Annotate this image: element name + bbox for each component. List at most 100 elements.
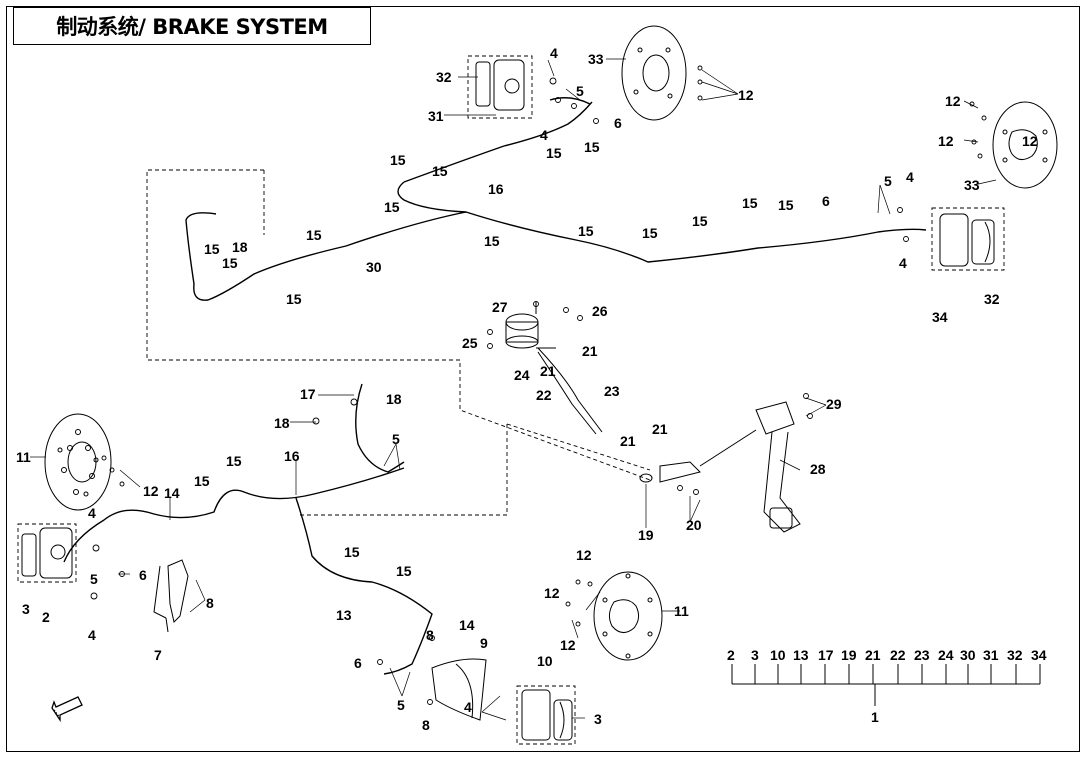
part-label-20: 20 bbox=[686, 517, 702, 533]
part-label-13-group: 13 bbox=[793, 647, 809, 663]
part-label-15-q: 15 bbox=[194, 473, 210, 489]
part-label-5-fl: 5 bbox=[90, 571, 98, 587]
part-label-15-n: 15 bbox=[742, 195, 758, 211]
part-label-4-top: 4 bbox=[550, 45, 558, 61]
part-label-23: 23 bbox=[604, 383, 620, 399]
caliper-bracket-7 bbox=[153, 559, 189, 633]
caliper-rear-right bbox=[521, 689, 573, 741]
part-label-34-group: 34 bbox=[1031, 647, 1047, 663]
part-label-15-f: 15 bbox=[306, 227, 322, 243]
page-title: 制动系统/ BRAKE SYSTEM bbox=[56, 15, 328, 39]
part-label-12-fl: 12 bbox=[143, 483, 159, 499]
part-label-11-rr: 11 bbox=[674, 603, 689, 619]
part-label-24-group: 24 bbox=[938, 647, 954, 663]
part-label-30-group: 30 bbox=[960, 647, 976, 663]
part-label-12-rr: 12 bbox=[576, 547, 592, 563]
guard-9 bbox=[431, 658, 487, 721]
drawing-frame bbox=[6, 6, 1080, 752]
part-label-4-fl: 4 bbox=[88, 505, 96, 521]
part-label-1: 1 bbox=[871, 709, 879, 725]
part-label-6-rr: 6 bbox=[354, 655, 362, 671]
part-label-18-top: 18 bbox=[232, 239, 248, 255]
caliper-right bbox=[939, 213, 995, 267]
assembly-bracket bbox=[731, 664, 1041, 706]
brake-disc-right bbox=[992, 101, 1058, 189]
part-label-12-right3: 12 bbox=[1022, 133, 1038, 149]
part-label-31-group: 31 bbox=[983, 647, 999, 663]
part-label-4-mid: 4 bbox=[540, 127, 548, 143]
part-label-11-fl: 11 bbox=[16, 449, 31, 465]
part-label-14-rr: 14 bbox=[459, 617, 475, 633]
part-label-6-right: 6 bbox=[822, 193, 830, 209]
part-label-17: 17 bbox=[300, 386, 316, 402]
part-label-15-k: 15 bbox=[578, 223, 594, 239]
brake-disc-top bbox=[621, 25, 687, 121]
part-label-7: 7 bbox=[154, 647, 162, 663]
part-labels: 1 2 2 3 3 3 4 4 4 4 4 4 4 5 5 5 5 5 6 6 … bbox=[16, 45, 1047, 733]
caliper-front-left bbox=[21, 527, 73, 579]
part-label-8-fl: 8 bbox=[206, 595, 214, 611]
part-label-6-fl: 6 bbox=[139, 567, 147, 583]
part-label-15-a: 15 bbox=[390, 152, 406, 168]
part-label-2: 2 bbox=[42, 609, 50, 625]
part-label-33-right: 33 bbox=[964, 177, 980, 193]
dashed-frames bbox=[17, 55, 1005, 745]
part-label-3: 3 bbox=[22, 601, 30, 617]
part-label-4-right2: 4 bbox=[899, 255, 907, 271]
part-label-25: 25 bbox=[462, 335, 478, 351]
part-label-15-l: 15 bbox=[642, 225, 658, 241]
part-label-12-right2: 12 bbox=[938, 133, 954, 149]
part-label-12-rr3: 12 bbox=[560, 637, 576, 653]
part-label-24: 24 bbox=[514, 367, 530, 383]
caliper-top bbox=[475, 59, 525, 111]
brake-pedal bbox=[639, 401, 801, 533]
part-label-19: 19 bbox=[638, 527, 654, 543]
part-label-16-mid: 16 bbox=[284, 448, 300, 464]
brake-disc-rear-right bbox=[593, 571, 663, 661]
part-label-21-c: 21 bbox=[652, 421, 668, 437]
bolts bbox=[90, 65, 987, 705]
part-label-17-group: 17 bbox=[818, 647, 834, 663]
part-label-18-mid: 18 bbox=[386, 391, 402, 407]
part-label-12-top: 12 bbox=[738, 87, 754, 103]
part-label-15-p: 15 bbox=[226, 453, 242, 469]
part-label-3-group: 3 bbox=[751, 647, 759, 663]
title-box: 制动系统/ BRAKE SYSTEM bbox=[13, 7, 371, 45]
part-label-6-top: 6 bbox=[614, 115, 622, 131]
part-label-32-top: 32 bbox=[436, 69, 452, 85]
part-label-18-left: 18 bbox=[274, 415, 290, 431]
part-label-15-e: 15 bbox=[584, 139, 600, 155]
brake-disc-front-left bbox=[44, 413, 112, 511]
part-label-5-rr: 5 bbox=[397, 697, 405, 713]
part-label-15-r: 15 bbox=[344, 544, 360, 560]
part-label-14-fl: 14 bbox=[164, 485, 180, 501]
part-label-27: 27 bbox=[492, 299, 508, 315]
part-label-34: 34 bbox=[932, 309, 948, 325]
part-label-32-right: 32 bbox=[984, 291, 1000, 307]
part-label-16-top: 16 bbox=[488, 181, 504, 197]
part-label-10-group: 10 bbox=[770, 647, 786, 663]
master-cylinder bbox=[505, 302, 603, 435]
part-label-31: 31 bbox=[428, 108, 444, 124]
part-label-21-a: 21 bbox=[582, 343, 598, 359]
fwd-arrow-icon bbox=[51, 696, 83, 723]
part-label-12-rr2: 12 bbox=[544, 585, 560, 601]
part-label-23-group: 23 bbox=[914, 647, 930, 663]
brake-lines bbox=[63, 97, 927, 675]
part-label-15-i: 15 bbox=[286, 291, 302, 307]
part-label-15-m: 15 bbox=[692, 213, 708, 229]
leader-lines bbox=[30, 58, 997, 721]
part-label-3-rear: 3 bbox=[594, 711, 602, 727]
part-label-21-group: 21 bbox=[865, 647, 881, 663]
part-label-22: 22 bbox=[536, 387, 552, 403]
part-label-4-right: 4 bbox=[906, 169, 914, 185]
part-label-4-rr: 4 bbox=[464, 699, 472, 715]
part-label-8-rr: 8 bbox=[426, 627, 434, 643]
part-label-15-g: 15 bbox=[204, 241, 220, 257]
part-label-33-top: 33 bbox=[588, 51, 604, 67]
part-label-8-rr2: 8 bbox=[422, 717, 430, 733]
part-label-5-right: 5 bbox=[884, 173, 892, 189]
part-label-9: 9 bbox=[480, 635, 488, 651]
part-label-15-j: 15 bbox=[484, 233, 500, 249]
